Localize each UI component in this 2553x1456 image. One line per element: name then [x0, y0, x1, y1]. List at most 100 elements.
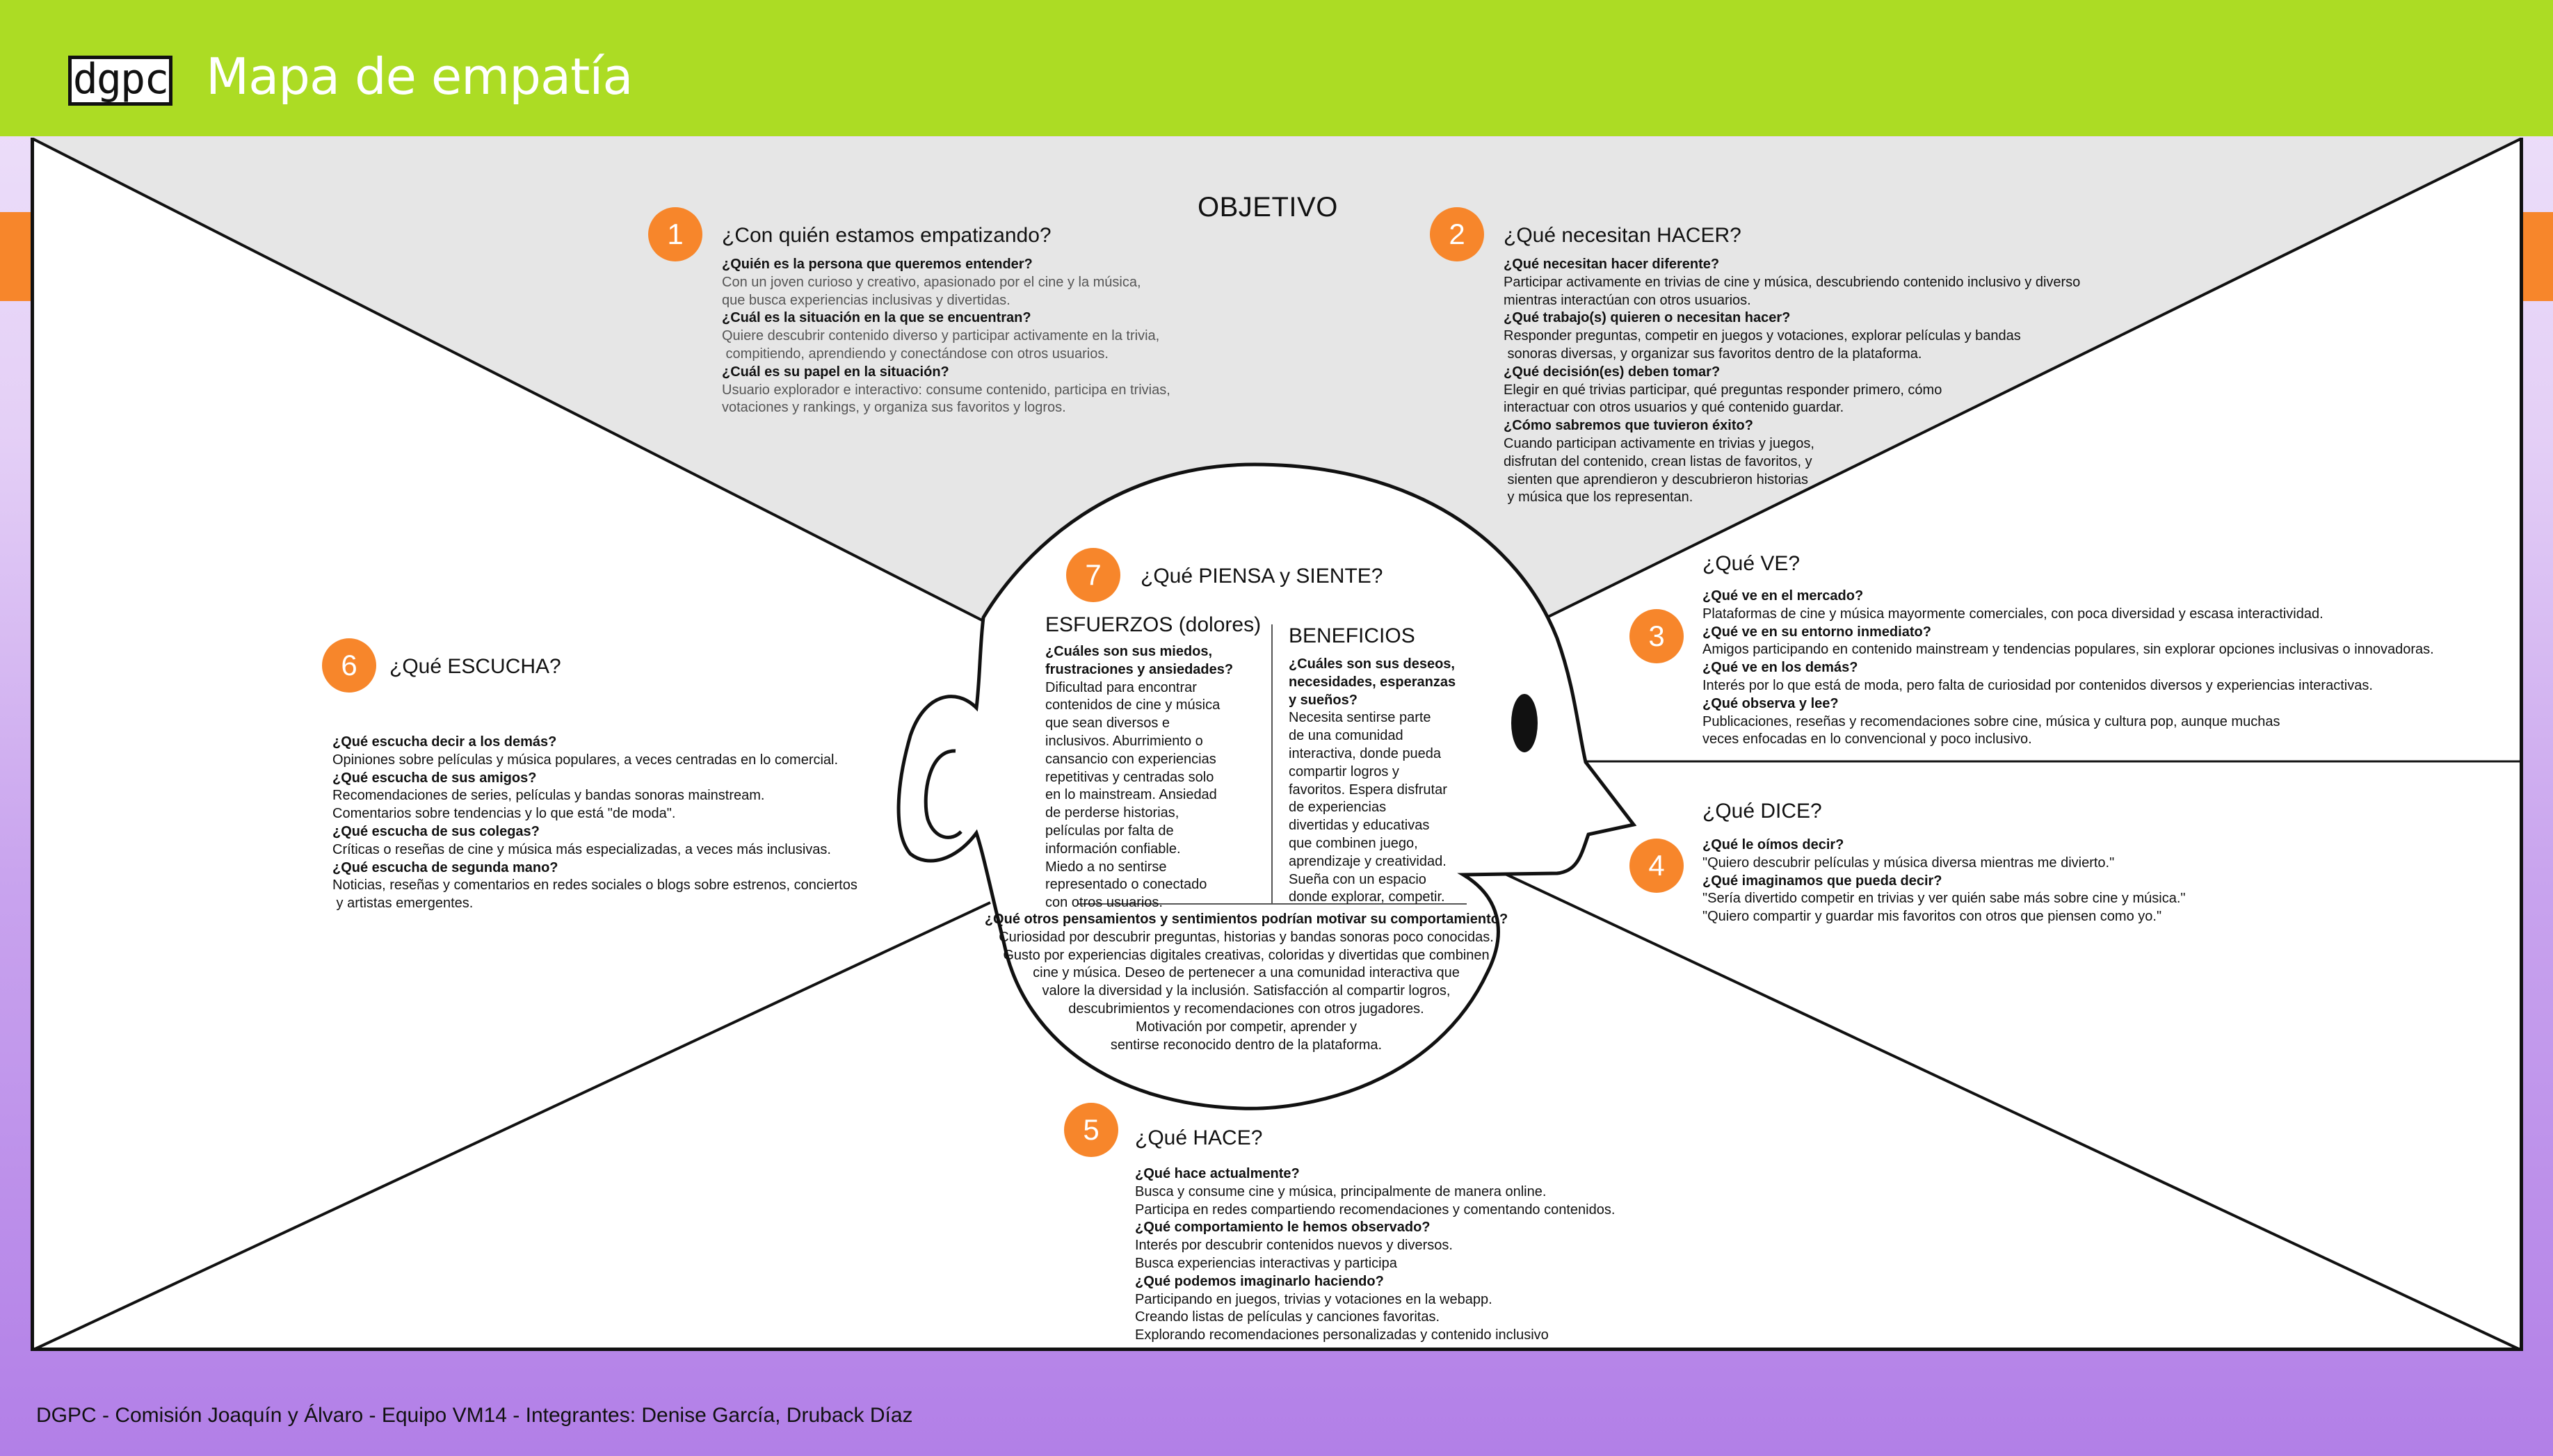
answer-line: mientras interactúan con otros usuarios.	[1504, 292, 1751, 308]
text-line: Necesita sentirse parte	[1289, 710, 1431, 726]
text-line: Curiosidad por descubrir preguntas, hist…	[999, 929, 1494, 945]
section-1-body: ¿Quién es la persona que queremos entend…	[722, 256, 1348, 417]
diagonal-bottom-right	[1476, 859, 2523, 1351]
question: ¿Qué escucha de sus amigos?	[332, 770, 537, 786]
text-line: divertidas y educativas	[1289, 818, 1430, 834]
answer-line: veces enfocadas en lo convencional y poc…	[1702, 731, 2032, 747]
answer-line: Elegir en qué trivias participar, qué pr…	[1504, 382, 1942, 398]
question: ¿Qué observa y lee?	[1702, 695, 1839, 711]
question: ¿Qué comportamiento le hemos observado?	[1135, 1220, 1431, 1236]
empathy-map-diagram	[31, 138, 2523, 1351]
text-line: que sean diversos e	[1045, 715, 1170, 731]
section-6-number: 6	[322, 638, 376, 693]
answer-line: disfrutan del contenido, crean listas de…	[1504, 453, 1812, 469]
answer-line: Interés por lo que está de moda, pero fa…	[1702, 677, 2373, 693]
text-line: Gusto por experiencias digitales creativ…	[1003, 947, 1490, 963]
answer-line: Usuario explorador e interactivo: consum…	[722, 382, 1170, 398]
section-5-body: ¿Qué hace actualmente?Busca y consume ci…	[1135, 1165, 1830, 1345]
text-line: cansancio con experiencias	[1045, 751, 1216, 767]
question: ¿Qué imaginamos que pueda decir?	[1702, 873, 1942, 889]
section-3-number: 3	[1629, 609, 1684, 663]
answer-line: y música que los representan.	[1504, 490, 1693, 505]
text-line: Miedo a no sentirse	[1045, 859, 1167, 875]
answer-line: Interés por descubrir contenidos nuevos …	[1135, 1238, 1453, 1254]
answer-line: "Quiero compartir y guardar mis favorito…	[1702, 909, 2162, 925]
footer-credits: DGPC - Comisión Joaquín y Álvaro - Equip…	[36, 1404, 913, 1427]
text-line: interactiva, donde pueda	[1289, 745, 1442, 761]
text-line: frustraciones y ansiedades?	[1045, 661, 1234, 677]
text-line: favoritos. Espera disfrutar	[1289, 782, 1447, 798]
gains-body: ¿Cuáles son sus deseos,necesidades, espe…	[1289, 656, 1483, 907]
objective-zone	[31, 138, 2523, 621]
question: ¿Cuál es su papel en la situación?	[722, 364, 949, 380]
right-accent-strip	[2521, 212, 2553, 301]
answer-line: Participando en juegos, trivias y votaci…	[1135, 1291, 1492, 1307]
text-line: representado o conectado	[1045, 877, 1207, 893]
text-line: de una comunidad	[1289, 728, 1403, 744]
text-line: y sueños?	[1289, 692, 1358, 708]
answer-line: sonoras diversas, y organizar sus favori…	[1504, 346, 1922, 362]
question: ¿Qué ve en el mercado?	[1702, 588, 1864, 604]
text-line: sentirse reconocido dentro de la platafo…	[1110, 1037, 1383, 1053]
section-1-number: 1	[648, 207, 702, 261]
text-line: inclusivos. Aburrimiento o	[1045, 733, 1203, 749]
text-line: contenidos de cine y música	[1045, 697, 1221, 713]
question: ¿Cuál es la situación en la que se encue…	[722, 310, 1031, 326]
answer-line: Cuando participan activamente en trivias…	[1504, 435, 1814, 451]
question: ¿Qué ve en los demás?	[1702, 660, 1858, 676]
section-2-body: ¿Qué necesitan hacer diferente?Participa…	[1504, 256, 2199, 507]
section-1-title: ¿Con quién estamos empatizando?	[722, 224, 1052, 247]
question: ¿Qué escucha de sus colegas?	[332, 823, 540, 839]
text-line: que combinen juego,	[1289, 835, 1418, 851]
diagonal-top-right	[1539, 138, 2523, 622]
other-thoughts-question: ¿Qué otros pensamientos y sentimientos p…	[984, 912, 1508, 927]
answer-line: Participa en redes compartiendo recomend…	[1135, 1202, 1616, 1218]
pains-title: ESFUERZOS (dolores)	[1045, 613, 1262, 636]
text-line: cine y música. Deseo de pertenecer a una…	[1033, 965, 1460, 981]
answer-line: Creando listas de películas y canciones …	[1135, 1309, 1440, 1325]
head-outline	[896, 462, 1637, 1110]
answer-line: Recomendaciones de series, películas y b…	[332, 788, 765, 804]
answer-line: votaciones y rankings, y organiza sus fa…	[722, 400, 1066, 416]
text-line: en lo mainstream. Ansiedad	[1045, 787, 1217, 803]
text-line: información confiable.	[1045, 841, 1181, 857]
text-line: compartir logros y	[1289, 763, 1399, 779]
other-thoughts-body: ¿Qué otros pensamientos y sentimientos p…	[982, 911, 1511, 1054]
objective-label: OBJETIVO	[1198, 192, 1338, 223]
answer-line: Publicaciones, reseñas y recomendaciones…	[1702, 713, 2280, 729]
section-4-number: 4	[1629, 839, 1684, 893]
diagonal-top-left	[31, 138, 984, 622]
question: ¿Qué hace actualmente?	[1135, 1166, 1300, 1181]
text-line: aprendizaje y creatividad.	[1289, 853, 1447, 869]
section-7-title: ¿Qué PIENSA y SIENTE?	[1141, 565, 1383, 588]
left-accent-strip	[0, 212, 32, 301]
section-4-title: ¿Qué DICE?	[1702, 800, 1822, 823]
text-line: descubrimientos y recomendaciones con ot…	[1068, 1001, 1424, 1017]
answer-line: Con un joven curioso y creativo, apasion…	[722, 274, 1141, 290]
text-line: con otros usuarios.	[1045, 895, 1163, 911]
other-thoughts-answer: Curiosidad por descubrir preguntas, hist…	[982, 929, 1511, 1055]
section-3-title: ¿Qué VE?	[1702, 552, 1801, 575]
question: ¿Qué decisión(es) deben tomar?	[1504, 364, 1721, 380]
answer-line: sienten que aprendieron y descubrieron h…	[1504, 471, 1809, 487]
section-6-title: ¿Qué ESCUCHA?	[389, 655, 561, 678]
pains-body: ¿Cuáles son sus miedos, frustraciones y a…	[1045, 643, 1240, 912]
text-line: ¿Cuáles son sus deseos,	[1289, 656, 1455, 672]
section-7-number: 7	[1066, 548, 1120, 602]
text-line: ¿Cuáles son sus miedos,	[1045, 644, 1213, 659]
answer-line: "Sería divertido competir en trivias y v…	[1702, 891, 2186, 907]
question: ¿Qué escucha decir a los demás?	[332, 734, 557, 750]
section-6-body: ¿Qué escucha decir a los demás?Opiniones…	[332, 734, 958, 913]
pains-question: ¿Cuáles son sus miedos, frustraciones y a…	[1045, 643, 1240, 679]
answer-line: interactuar con otros usuarios y qué con…	[1504, 400, 1844, 416]
question: ¿Cómo sabremos que tuvieron éxito?	[1504, 418, 1753, 434]
answer-line: Plataformas de cine y música mayormente …	[1702, 606, 2324, 622]
answer-line: Comentarios sobre tendencias y lo que es…	[332, 806, 676, 822]
answer-line: que busca experiencias inclusivas y dive…	[722, 292, 1010, 308]
question: ¿Qué trabajo(s) quieren o necesitan hace…	[1504, 310, 1791, 326]
answer-line: Críticas o reseñas de cine y música más …	[332, 841, 831, 857]
answer-line: Explorando recomendaciones personalizada…	[1135, 1327, 1549, 1343]
gains-question: ¿Cuáles son sus deseos,necesidades, espe…	[1289, 656, 1483, 709]
answer-line: Participar activamente en trivias de cin…	[1504, 274, 2081, 290]
answer-line: Noticias, reseñas y comentarios en redes…	[332, 877, 857, 893]
